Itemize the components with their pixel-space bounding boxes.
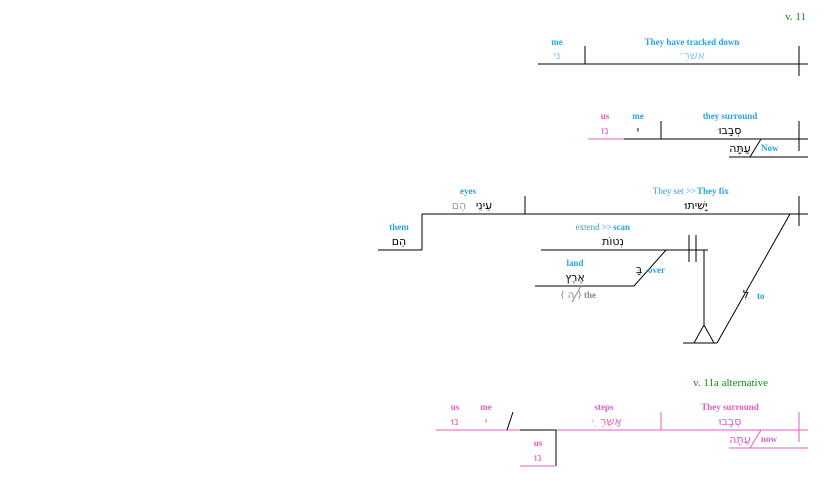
us-gloss: us bbox=[451, 402, 460, 412]
me-hebrew: י bbox=[485, 415, 487, 428]
verb-hebrew: יָשִׁיתוּ bbox=[684, 199, 708, 212]
prep-to-hebrew: לִ bbox=[743, 288, 749, 301]
verb-hebrew: אשׁרֻ׳ bbox=[679, 49, 705, 62]
article-gloss: the bbox=[584, 290, 596, 300]
object-gloss: me bbox=[551, 37, 563, 47]
them-hebrew: הֵם bbox=[392, 235, 407, 248]
pedestal bbox=[693, 323, 715, 344]
infinitive-hebrew: נְטוֹת bbox=[602, 235, 624, 248]
clause-they-fix: eyes עֵינֵי הֶם They set >> They fix יָש… bbox=[378, 186, 808, 344]
eyes-hebrew: עֵינֵי bbox=[476, 199, 492, 212]
me-gloss: me bbox=[480, 402, 492, 412]
adverb-slant bbox=[749, 138, 762, 158]
them-gloss: them bbox=[389, 222, 409, 232]
me-gloss: me bbox=[632, 111, 644, 121]
us-possessive-hebrew: נוּ bbox=[534, 451, 542, 464]
us-gloss: us bbox=[601, 111, 610, 121]
steps-hebrew: אַשֻּׁרֵ bbox=[600, 415, 621, 428]
infinitive-gloss-alt: extend >> bbox=[576, 222, 612, 232]
verb-gloss: They fix bbox=[697, 186, 729, 196]
us-possessive-gloss: us bbox=[534, 438, 543, 448]
us-hebrew: נוּ bbox=[601, 124, 609, 137]
steps-suffix-hebrew: ֽי bbox=[592, 415, 596, 428]
slant-divider bbox=[506, 411, 514, 431]
me-hebrew: י bbox=[637, 124, 639, 137]
verse-label: v. 11 bbox=[785, 11, 806, 23]
adverb-hebrew: עַתָּה bbox=[729, 142, 750, 155]
clause-tracked-down: me ני They have tracked down אשׁרֻ׳ bbox=[538, 37, 808, 76]
land-hebrew: אֶרֶץ bbox=[565, 271, 585, 284]
steps-gloss: steps bbox=[594, 402, 613, 412]
clause-they-surround: us נוּ me י they surround סְבָבוּ עַתָּה… bbox=[588, 111, 808, 158]
prep-over-hebrew: בָּ bbox=[636, 263, 642, 276]
infinitive-gloss: scan bbox=[613, 222, 630, 232]
prep-to-line bbox=[716, 213, 791, 344]
verb-hebrew: סְבָבוּ bbox=[718, 124, 741, 137]
verb-gloss-alt: They set >> bbox=[653, 186, 696, 196]
verb-gloss: they surround bbox=[703, 111, 758, 121]
adverb-slant bbox=[749, 429, 762, 449]
verb-hebrew: סְבָבוּ bbox=[718, 415, 741, 428]
object-hebrew: ני bbox=[554, 49, 561, 62]
land-gloss: land bbox=[566, 258, 583, 268]
eyes-gloss: eyes bbox=[460, 186, 476, 196]
verb-gloss: They have tracked down bbox=[645, 37, 740, 47]
adverb-gloss: now bbox=[761, 434, 778, 444]
prep-to-gloss: to bbox=[757, 291, 765, 301]
us-hebrew: נוּ bbox=[451, 415, 459, 428]
eyes-suffix-hebrew: הֶם bbox=[452, 199, 467, 212]
clause-alternative: us נוּ me י steps אַשֻּׁרֵ ֽי They surro… bbox=[436, 402, 808, 467]
adverb-hebrew: עַתָּה bbox=[729, 433, 750, 446]
prep-over-line bbox=[633, 249, 667, 287]
prep-over-gloss: over bbox=[648, 265, 665, 275]
adverb-gloss: Now bbox=[761, 143, 779, 153]
alternative-label: v. 11a alternative bbox=[693, 377, 768, 389]
article-hebrew: ( ה ) bbox=[561, 290, 582, 301]
article-slant bbox=[571, 285, 582, 303]
verb-gloss: They surround bbox=[701, 402, 759, 412]
